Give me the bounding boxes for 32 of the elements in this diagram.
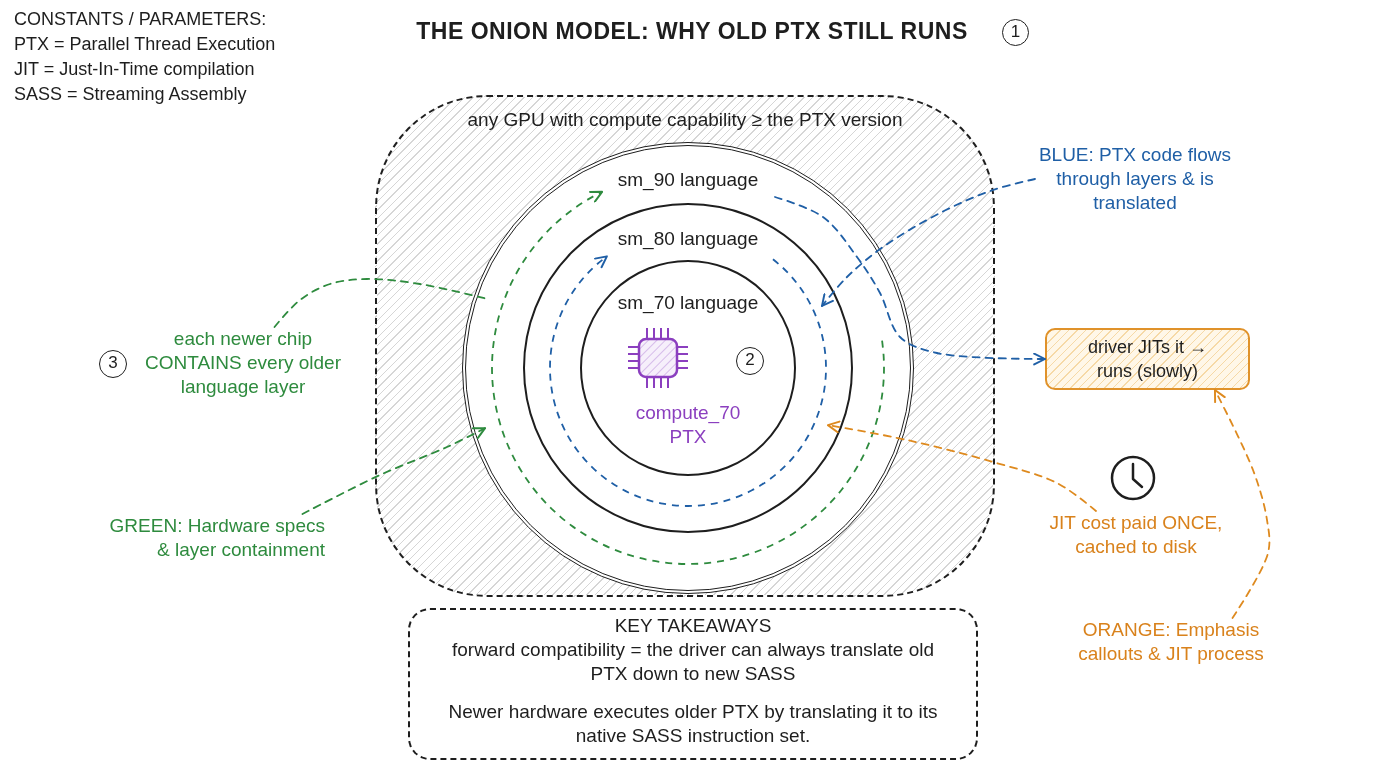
leader-arrow <box>826 420 1097 512</box>
takeaway-text: Newer hardware executes older PTX by translating it to its native SASS instruction set. <box>447 700 939 748</box>
definition-text: SASS = Streaming Assembly <box>14 83 247 106</box>
ring-label: sm_80 language <box>617 227 759 251</box>
callout-text: BLUE: PTX code flows through layers & is translated <box>1035 143 1235 215</box>
takeaways-panel <box>408 608 978 760</box>
ring-label: sm_70 language <box>617 291 759 315</box>
definition-text: JIT = Just-In-Time compilation <box>14 58 255 81</box>
flow-arrow <box>774 196 1046 366</box>
callout-number: 2 <box>736 347 764 375</box>
box-text: driver JITs it → runs (slowly) <box>1087 336 1208 383</box>
hatched-region <box>375 95 995 597</box>
leader-arrow <box>1213 389 1271 619</box>
definition-text: PTX = Parallel Thread Execution <box>14 33 276 56</box>
callout-box <box>1045 328 1250 390</box>
definition-text: CONSTANTS / PARAMETERS: <box>14 8 267 31</box>
chip-label: compute_70 PTX <box>634 401 742 449</box>
ring-label: sm_90 language <box>617 168 759 192</box>
leader-arrow <box>821 178 1036 307</box>
callout-number: 1 <box>1002 19 1029 46</box>
callout-text: each newer chip CONTAINS every older language layer <box>138 327 348 399</box>
callout-text: ORANGE: Emphasis callouts & JIT process <box>1068 618 1274 666</box>
leader-line <box>273 278 488 328</box>
leader-arrow <box>301 427 487 515</box>
callout-text: JIT cost paid ONCE, cached to disk <box>1036 511 1236 559</box>
callout-number: 3 <box>99 350 127 378</box>
diagram-title: THE ONION MODEL: WHY OLD PTX STILL RUNS <box>416 18 968 45</box>
panel-heading: KEY TAKEAWAYS <box>614 614 772 638</box>
region-label: any GPU with compute capability ≥ the PTX version <box>467 108 903 132</box>
takeaway-text: forward compatibility = the driver can always translate old PTX down to new SASS <box>450 638 936 686</box>
layer-ring <box>462 142 914 594</box>
callout-text: GREEN: Hardware specs & layer containment <box>100 514 325 562</box>
